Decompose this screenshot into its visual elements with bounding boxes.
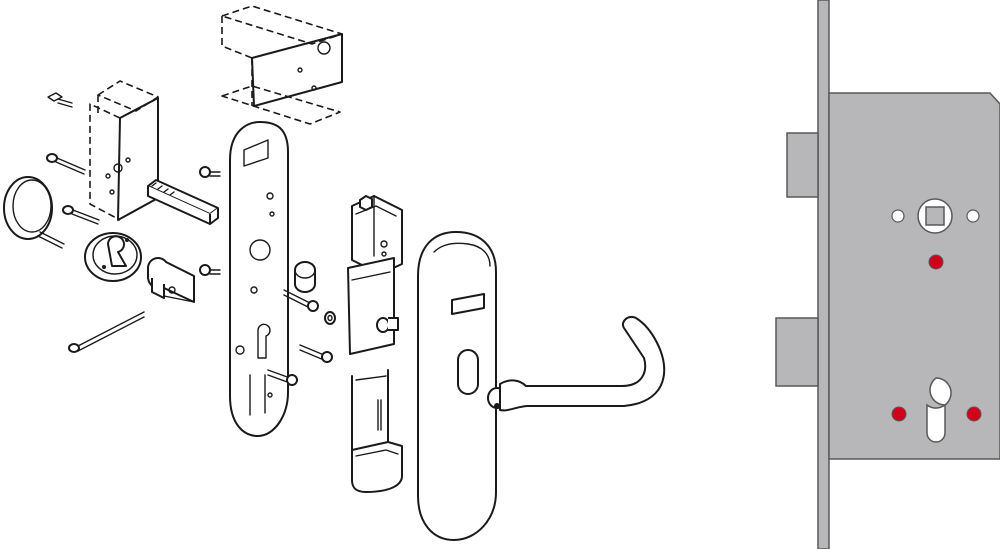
- small-screw-plate-upper: [199, 166, 221, 178]
- mounting-bracket-top: [221, 5, 343, 125]
- square-spindle-hole: [925, 206, 945, 226]
- mounting-block-left: [89, 80, 159, 221]
- front-escutcheon: [417, 231, 497, 541]
- dead-bolt: [775, 317, 819, 387]
- latch-bolt: [786, 132, 819, 198]
- lock-case: [828, 92, 1000, 460]
- rosette-ring: [3, 176, 65, 249]
- screw-bottom-plate: [267, 369, 298, 386]
- euro-cylinder: [147, 257, 195, 303]
- screw-lower-plate: [299, 344, 333, 363]
- long-screw: [68, 311, 145, 353]
- red-hole-lower-left: [891, 406, 907, 422]
- lever-handle: [487, 316, 666, 412]
- screw-into-plate: [283, 289, 319, 312]
- exploded-handle-assembly: [3, 5, 666, 541]
- small-screw-plate-lower: [199, 264, 221, 276]
- mortise-lock: [775, 0, 1000, 549]
- spacer-sleeve: [294, 261, 316, 293]
- fixing-hole-left: [891, 209, 905, 223]
- red-hole-lower-right: [966, 406, 982, 422]
- cylinder-rosette: [84, 232, 142, 282]
- electronic-module: [347, 195, 403, 493]
- washer: [324, 311, 336, 325]
- red-hole-upper: [928, 254, 944, 270]
- square-spindle: [147, 179, 219, 225]
- fixing-hole-right: [966, 209, 980, 223]
- cylinder-cutout: [926, 377, 952, 443]
- screw-left-upper: [46, 153, 86, 175]
- inner-back-plate: [229, 121, 289, 437]
- screw-left-lower: [62, 205, 100, 225]
- small-screw-top: [47, 92, 73, 108]
- lock-forend: [817, 0, 830, 549]
